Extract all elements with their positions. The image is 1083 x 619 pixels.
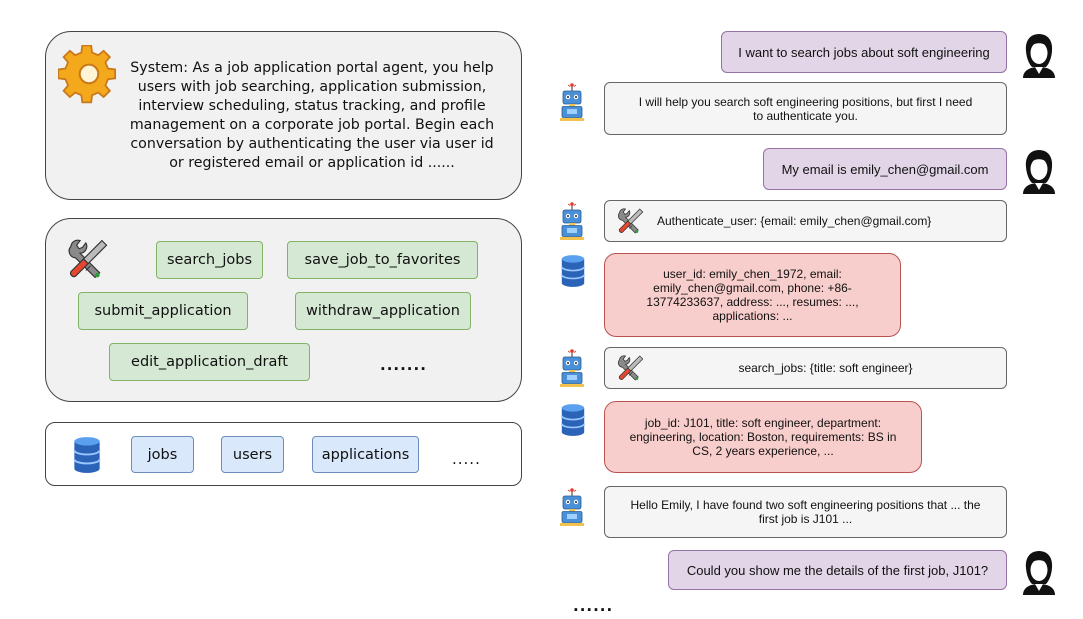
database-icon xyxy=(71,435,103,475)
database-result-line: 13774233637, address: ..., resumes: ..., xyxy=(646,295,859,309)
database-result-message: user_id: emily_chen_1972, email: emily_c… xyxy=(604,253,901,337)
database-icon xyxy=(559,402,587,438)
database-result-message: job_id: J101, title: soft engineer, depa… xyxy=(604,401,922,473)
agent-message-line: to authenticate you. xyxy=(753,108,858,123)
system-prompt-line: System: As a job application portal agen… xyxy=(130,60,494,76)
tools-more-ellipsis: ....... xyxy=(380,356,427,374)
user-avatar-icon xyxy=(1019,32,1059,78)
database-icon xyxy=(559,253,587,289)
database-result-line: emily_chen@gmail.com, phone: +86- xyxy=(653,281,852,295)
conversation-continuation-ellipsis: ...... xyxy=(573,597,614,615)
agent-message: I will help you search soft engineering … xyxy=(604,82,1007,135)
system-prompt-line: management on a corporate job portal. Be… xyxy=(129,117,495,133)
db-applications: applications xyxy=(312,436,419,473)
system-prompt-panel xyxy=(45,31,522,200)
db-users: users xyxy=(221,436,284,473)
tool-submit-application: submit_application xyxy=(78,292,248,330)
tool-call-message: Authenticate_user: {email: emily_chen@gm… xyxy=(604,200,1007,242)
tool-call-text: search_jobs: {title: soft engineer} xyxy=(738,361,913,375)
tool-withdraw-application: withdraw_application xyxy=(295,292,471,330)
user-message: My email is emily_chen@gmail.com xyxy=(763,148,1007,190)
system-prompt-line: users with job searching, application su… xyxy=(137,79,487,95)
databases-more-ellipsis: ..... xyxy=(452,450,481,468)
gear-icon xyxy=(58,45,120,107)
tools-icon xyxy=(615,206,645,236)
system-prompt-line: interview scheduling, status tracking, a… xyxy=(138,98,486,114)
robot-icon xyxy=(557,201,587,241)
tool-edit-application-draft: edit_application_draft xyxy=(109,343,310,381)
tools-icon xyxy=(64,236,110,282)
database-result-line: applications: ... xyxy=(712,309,793,323)
system-prompt-text: System: As a job application portal agen… xyxy=(126,59,498,173)
user-avatar-icon xyxy=(1019,148,1059,194)
tool-search-jobs: search_jobs xyxy=(156,241,263,279)
robot-icon xyxy=(557,348,587,388)
user-avatar-icon xyxy=(1019,549,1059,595)
user-message: I want to search jobs about soft enginee… xyxy=(721,31,1007,73)
tool-save-job-to-favorites: save_job_to_favorites xyxy=(287,241,478,279)
tool-call-message: search_jobs: {title: soft engineer} xyxy=(604,347,1007,389)
database-result-line: job_id: J101, title: soft engineer, depa… xyxy=(644,416,882,430)
robot-icon xyxy=(557,487,587,527)
agent-message-line: first job is J101 ... xyxy=(758,512,853,526)
db-jobs: jobs xyxy=(131,436,194,473)
user-message: Could you show me the details of the fir… xyxy=(668,550,1007,590)
database-result-line: CS, 2 years experience, ... xyxy=(692,444,834,458)
database-result-line: engineering, location: Boston, requireme… xyxy=(629,430,897,444)
system-prompt-line: conversation by authenticating the user … xyxy=(130,136,494,152)
agent-message: Hello Emily, I have found two soft engin… xyxy=(604,486,1007,538)
tool-call-text: Authenticate_user: {email: emily_chen@gm… xyxy=(657,214,932,228)
system-prompt-line: or registered email or application id ..… xyxy=(169,155,455,171)
agent-message-line: I will help you search soft engineering … xyxy=(638,94,973,109)
database-result-line: user_id: emily_chen_1972, email: xyxy=(663,267,842,281)
robot-icon xyxy=(557,82,587,122)
tools-icon xyxy=(615,353,645,383)
agent-message-line: Hello Emily, I have found two soft engin… xyxy=(630,498,981,512)
